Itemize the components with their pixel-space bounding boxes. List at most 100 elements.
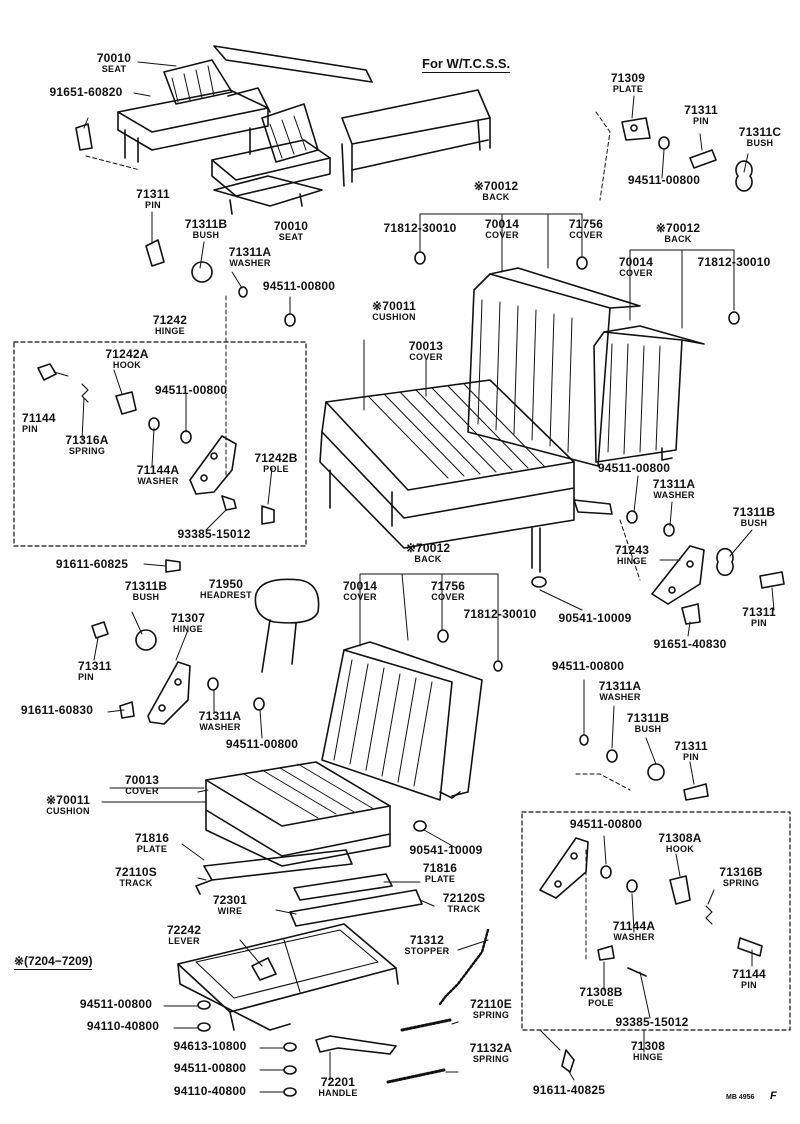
part-label: 91651-60820 [49, 85, 123, 99]
part-label: 94511-00800 [627, 173, 701, 187]
model-range-note: ※(7204−7209) [14, 954, 93, 970]
left-hinge-71307 [91, 621, 265, 725]
footer-code: MB 4956 [726, 1094, 755, 1101]
part-label: 94110-40800 [86, 1019, 160, 1033]
overview-bench-seat [117, 59, 271, 163]
stopper-and-springs [315, 928, 490, 1084]
part-label: 91651-40830 [653, 637, 727, 651]
part-label: 71812-30010 [463, 607, 537, 621]
seat-back [321, 629, 503, 801]
part-label: 71812-30010 [383, 221, 457, 235]
leader-lines [53, 61, 775, 1093]
part-label: 94511-00800 [79, 997, 153, 1011]
seat-cushion [205, 761, 427, 867]
part-label: 94511-00800 [569, 817, 643, 831]
seat-frame [177, 923, 399, 1031]
variant-note: For W/T.C.S.S. [422, 56, 511, 73]
part-label: 91611-40825 [532, 1083, 606, 1097]
part-label: 91611-60830 [20, 703, 94, 717]
part-label: 94511-00800 [262, 279, 336, 293]
part-label: 71812-30010 [697, 255, 771, 269]
footer-mark: F [770, 1090, 777, 1102]
upper-left-fasteners [75, 123, 296, 573]
hinge-kit-box-lower [521, 811, 791, 1031]
part-label: 94511-00800 [154, 383, 228, 397]
headrest [254, 578, 320, 673]
part-label: 93385-15012 [177, 527, 251, 541]
part-label: 94511-00800 [551, 659, 625, 673]
bench-back-small [593, 325, 705, 463]
hinge-kit-box [13, 341, 307, 547]
hinge-kit-lower-parts [539, 734, 763, 1073]
part-label: 93385-15012 [615, 1015, 689, 1029]
bench-cushion [319, 379, 613, 573]
part-label: 90541-10009 [409, 843, 483, 857]
hinge-kit-parts [37, 295, 275, 525]
top-right-small-parts [414, 111, 753, 325]
part-label: 94511-00800 [173, 1061, 247, 1075]
part-label: 94110-40800 [173, 1084, 247, 1098]
overview-cargo-outline [213, 45, 491, 187]
right-hinge-71243 [531, 510, 785, 625]
part-label: 94613-10800 [173, 1039, 247, 1053]
part-label: 90541-10009 [558, 611, 632, 625]
part-label: 91611-60825 [55, 557, 129, 571]
tracks-and-plates [195, 849, 423, 927]
bench-back-large [467, 267, 641, 467]
overview-single-seat [211, 103, 331, 215]
